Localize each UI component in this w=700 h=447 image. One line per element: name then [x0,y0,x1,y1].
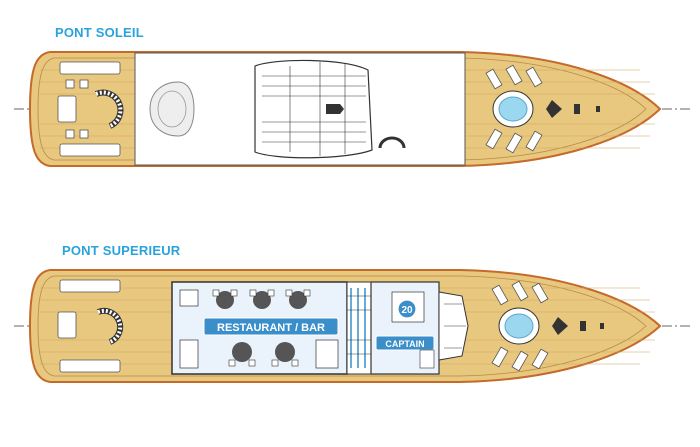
bridge-roof [254,59,373,159]
deck-title-pont-superieur: PONT SUPERIEUR [62,243,181,258]
dining-tables [179,289,339,369]
spiral-stair [94,89,124,129]
aft-seating [57,279,121,373]
deck-title-pont-soleil: PONT SOLEIL [55,25,144,40]
mast-icon [326,104,344,114]
bow-hardware [546,100,600,118]
sun-loungers [485,64,543,154]
bridge-roof-lines [262,62,366,156]
captain-label: CAPTAIN [385,339,424,349]
stair-steps [350,288,366,368]
restaurant-label: RESTAURANT / BAR [217,322,325,334]
bow-hardware [552,317,604,335]
deck-edge [37,57,647,161]
aft-seating [57,61,121,157]
deck-edge [37,275,647,377]
tender-boat [149,81,195,137]
sun-loungers [491,280,549,372]
cabin-number-badge [397,299,417,319]
restaurant-label-bg [203,317,339,336]
cabin-number: 20 [401,305,413,316]
captain-label-bg [375,335,435,351]
side-stair [378,136,406,149]
